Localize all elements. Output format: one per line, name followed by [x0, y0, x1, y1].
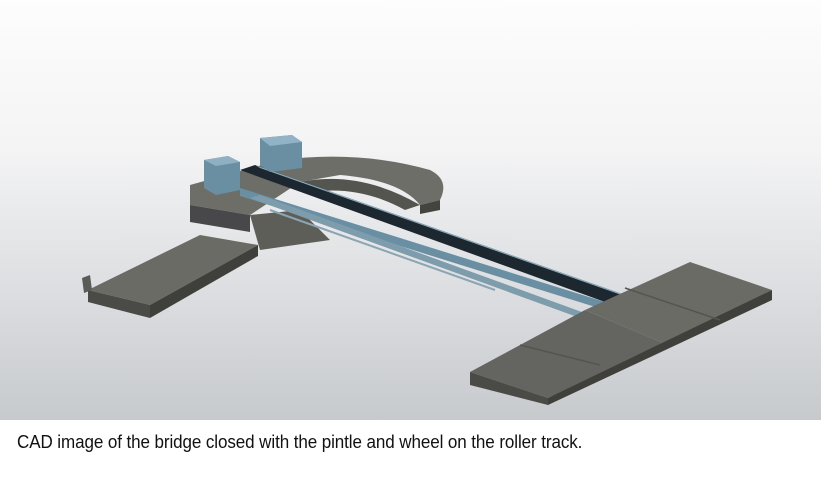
left-approach-slab [82, 235, 258, 318]
figure-caption: CAD image of the bridge closed with the … [17, 431, 583, 452]
cad-figure [0, 0, 821, 420]
right-approach-slab [470, 262, 772, 405]
counterweight-blocks [204, 135, 302, 195]
cad-bridge-illustration [82, 135, 772, 405]
bridge-span [240, 165, 630, 318]
